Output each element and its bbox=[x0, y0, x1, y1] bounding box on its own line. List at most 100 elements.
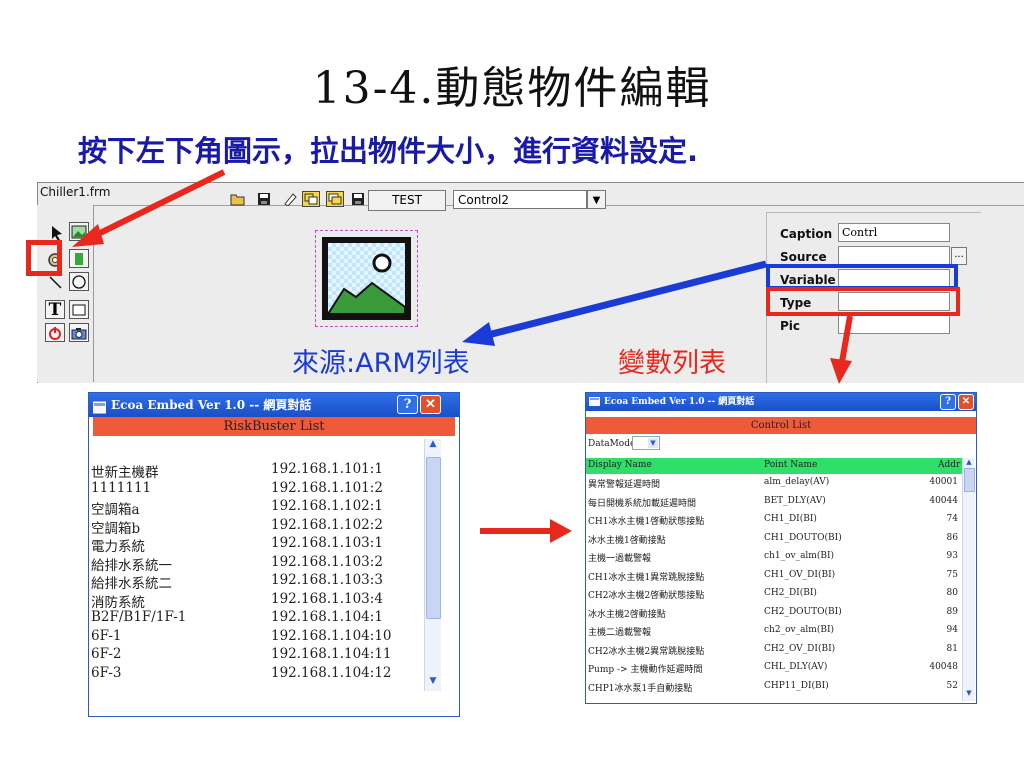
paste-icon[interactable] bbox=[326, 191, 344, 207]
test-button[interactable]: TEST bbox=[368, 190, 446, 211]
eraser-icon[interactable] bbox=[280, 191, 298, 207]
scroll-down-icon[interactable]: ▼ bbox=[429, 676, 437, 686]
close-icon[interactable]: ✕ bbox=[420, 395, 441, 414]
red-arrow-to-gear-head bbox=[72, 224, 104, 247]
control-addr: 86 bbox=[946, 532, 958, 543]
risk-item-name: 世新主機群 bbox=[91, 465, 159, 481]
column-display-name[interactable]: Display Name bbox=[588, 460, 652, 470]
help-button[interactable]: ? bbox=[397, 395, 418, 414]
type-highlight-box bbox=[766, 287, 960, 316]
source-browse-button[interactable]: ... bbox=[951, 247, 967, 265]
risk-item-address: 192.168.1.104:1 bbox=[271, 609, 383, 625]
risk-item-address: 192.168.1.103:1 bbox=[271, 535, 383, 551]
risk-item-name: 給排水系統一 bbox=[91, 557, 172, 574]
risk-item-name: 1111111 bbox=[91, 479, 152, 496]
control-point-name: ch2_ov_alm(BI) bbox=[764, 625, 835, 635]
scroll-thumb[interactable] bbox=[426, 457, 441, 619]
scroll-down-icon[interactable]: ▼ bbox=[966, 689, 972, 697]
ellipse-tool-icon[interactable] bbox=[69, 272, 89, 291]
save-icon[interactable] bbox=[255, 191, 273, 207]
text-tool-icon[interactable]: T bbox=[45, 300, 65, 320]
control-point-name: alm_delay(AV) bbox=[764, 477, 830, 487]
control-display-name: 每日開機系統加載延遲時間 bbox=[588, 498, 697, 509]
help-button[interactable]: ? bbox=[940, 394, 956, 410]
type-field[interactable] bbox=[838, 292, 950, 311]
column-addr[interactable]: Addr bbox=[938, 460, 961, 470]
caption-label: Caption bbox=[780, 227, 833, 241]
save-as-icon[interactable] bbox=[349, 191, 367, 207]
selected-image-object[interactable] bbox=[315, 230, 418, 327]
pic-label: Pic bbox=[780, 319, 801, 333]
list-item[interactable]: B2F/B1F/1F-1 192.168.1.104:1 bbox=[91, 609, 421, 628]
control-point-name: CH1_DI(BI) bbox=[764, 514, 817, 524]
risk-item-name: 6F-1 bbox=[91, 627, 122, 644]
control-point-name: CH2_DI(BI) bbox=[764, 588, 817, 598]
copy-icon[interactable] bbox=[302, 191, 320, 207]
riskbuster-dialog-title: Ecoa Embed Ver 1.0 -- 網頁對話 bbox=[111, 398, 312, 412]
type-label: Type bbox=[780, 296, 812, 310]
chevron-down-icon[interactable]: ▼ bbox=[587, 190, 606, 209]
datamode-select[interactable]: ▼ bbox=[632, 436, 660, 450]
riskbuster-scrollbar[interactable]: ▲ ▼ bbox=[424, 439, 441, 691]
line-tool-icon[interactable] bbox=[45, 272, 65, 291]
rectangle-tool-icon[interactable] bbox=[69, 300, 89, 319]
risk-item-name: B2F/B1F/1F-1 bbox=[91, 609, 187, 625]
control-addr: 74 bbox=[946, 514, 958, 524]
image-tool-icon[interactable] bbox=[69, 222, 89, 241]
chevron-down-icon[interactable]: ▼ bbox=[648, 438, 658, 448]
column-point-name[interactable]: Point Name bbox=[764, 460, 818, 470]
control-scrollbar[interactable]: ▲ ▼ bbox=[962, 458, 975, 701]
chart-tool-icon[interactable] bbox=[69, 249, 89, 268]
scroll-up-icon[interactable]: ▲ bbox=[429, 439, 437, 449]
scroll-up-icon[interactable]: ▲ bbox=[966, 458, 972, 466]
control-addr: 40001 bbox=[929, 477, 958, 487]
control-list-header: Control List bbox=[586, 417, 976, 434]
scroll-thumb[interactable] bbox=[964, 468, 975, 492]
control-list-dialog: Ecoa Embed Ver 1.0 -- 網頁對話 ? ✕ Control L… bbox=[585, 392, 977, 704]
caption-field[interactable]: Contrl bbox=[838, 223, 950, 242]
open-folder-icon[interactable] bbox=[229, 191, 247, 207]
control-addr: 40048 bbox=[929, 662, 958, 672]
control-display-name: Pump -> 主機動作延遲時間 bbox=[588, 665, 703, 675]
control-display-name: 主機一過載警報 bbox=[588, 554, 652, 564]
control-point-name: CHP11_DI(BI) bbox=[764, 680, 829, 691]
control-select[interactable]: Control2 bbox=[453, 190, 587, 209]
red-arrow-to-control-list bbox=[839, 315, 853, 363]
camera-icon[interactable] bbox=[69, 323, 89, 342]
control-addr: 94 bbox=[946, 625, 958, 635]
riskbuster-dialog: Ecoa Embed Ver 1.0 -- 網頁對話 ? ✕ RiskBuste… bbox=[88, 392, 460, 717]
control-dialog-title: Ecoa Embed Ver 1.0 -- 網頁對話 bbox=[604, 397, 755, 407]
control-display-name: CH1冰水主機1異常跳脫接點 bbox=[588, 572, 705, 583]
riskbuster-list-header: RiskBuster List bbox=[93, 417, 455, 436]
control-addr: 40044 bbox=[929, 495, 958, 506]
control-point-name: CH1_OV_DI(BI) bbox=[764, 569, 836, 580]
pointer-tool-icon[interactable] bbox=[47, 223, 67, 242]
power-icon[interactable] bbox=[45, 323, 65, 342]
gear-highlight-box bbox=[26, 240, 62, 276]
close-icon[interactable]: ✕ bbox=[958, 394, 974, 410]
risk-item-address: 192.168.1.103:3 bbox=[271, 572, 383, 588]
